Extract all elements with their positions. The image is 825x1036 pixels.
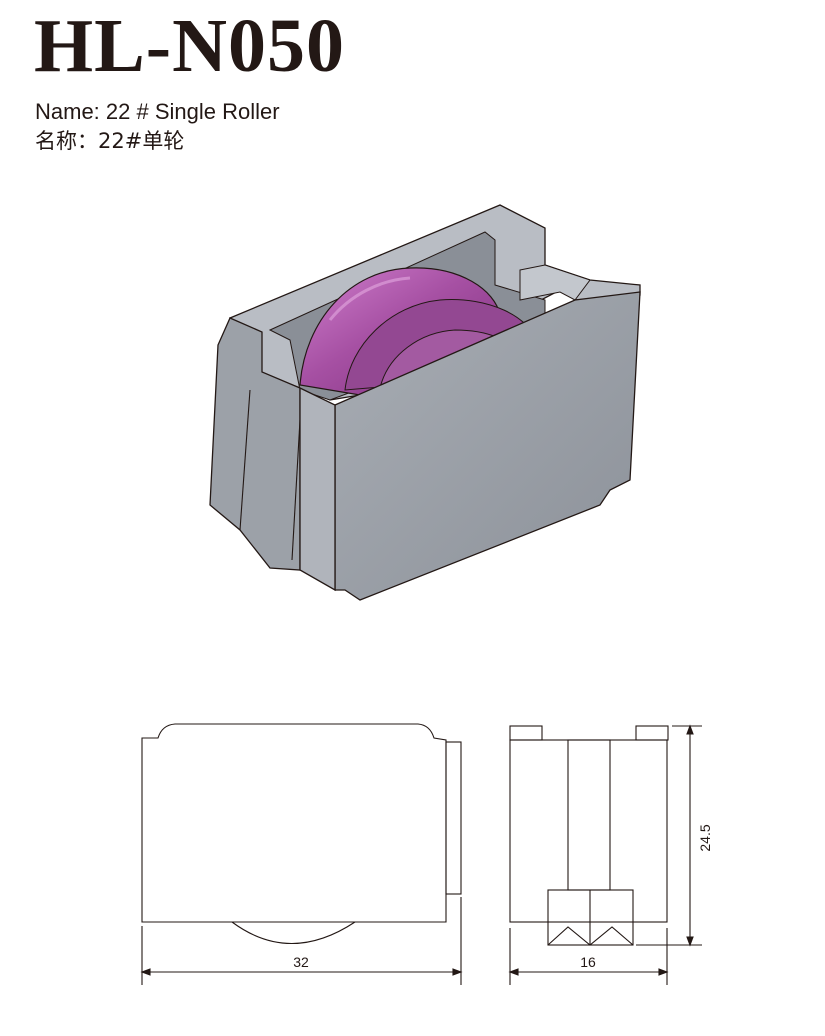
side-view-drawing — [140, 723, 463, 985]
product-name-chinese: 名称：22#单轮 — [35, 129, 185, 153]
end-view-drawing — [508, 724, 702, 985]
product-name-english: Name: 22 # Single Roller — [35, 99, 280, 124]
housing-left-side — [209, 317, 301, 571]
length-dimension: 32 — [293, 954, 309, 970]
housing-front-edge — [299, 386, 336, 592]
width-dimension: 16 — [580, 954, 596, 970]
housing-front-face — [334, 291, 641, 601]
model-title: HL-N050 — [34, 4, 345, 88]
height-dimension: 24.5 — [697, 824, 713, 851]
